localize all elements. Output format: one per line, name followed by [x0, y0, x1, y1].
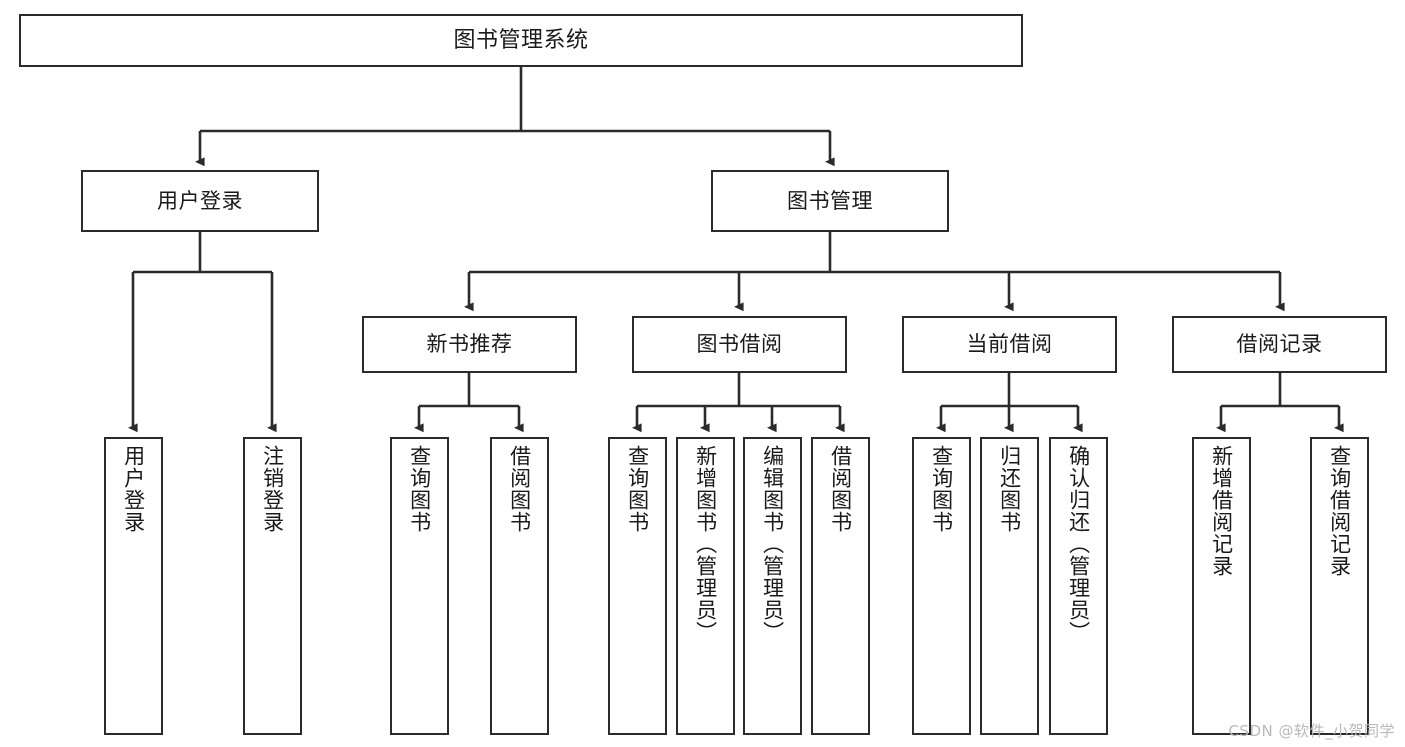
node-leaf-borrow-book-borrow[interactable]: 借阅图书	[811, 437, 870, 735]
node-leaf-add-borrow-record[interactable]: 新增借阅记录	[1192, 437, 1251, 735]
node-label: 用户登录	[157, 188, 243, 213]
node-user-login[interactable]: 用户登录	[81, 170, 319, 232]
csdn-watermark: CSDN @软件_小贺同学	[1228, 722, 1395, 740]
node-label: 新增借阅记录	[1209, 445, 1234, 577]
node-new-book-recommend[interactable]: 新书推荐	[362, 316, 577, 373]
node-leaf-return-book[interactable]: 归还图书	[980, 437, 1039, 735]
node-label: 新增图书（管理员）	[693, 445, 718, 643]
node-label: 图书管理	[787, 188, 873, 213]
node-book-borrow[interactable]: 图书借阅	[632, 316, 847, 373]
node-leaf-query-book-borrow[interactable]: 查询图书	[608, 437, 667, 735]
node-leaf-query-book-recommend[interactable]: 查询图书	[390, 437, 449, 735]
node-root-book-management-system[interactable]: 图书管理系统	[19, 14, 1023, 67]
node-leaf-query-borrow-record[interactable]: 查询借阅记录	[1310, 437, 1369, 735]
node-leaf-user-login[interactable]: 用户登录	[104, 437, 163, 735]
node-label: 用户登录	[121, 445, 146, 533]
node-label: 注销登录	[260, 445, 285, 533]
node-label: 确认归还（管理员）	[1066, 445, 1091, 643]
node-label: 查询图书	[625, 445, 650, 533]
node-leaf-add-book-admin[interactable]: 新增图书（管理员）	[676, 437, 735, 735]
node-leaf-edit-book-admin[interactable]: 编辑图书（管理员）	[743, 437, 802, 735]
node-leaf-borrow-book-recommend[interactable]: 借阅图书	[490, 437, 549, 735]
node-borrow-record[interactable]: 借阅记录	[1172, 316, 1387, 373]
node-label: 图书管理系统	[453, 27, 589, 53]
node-label: 归还图书	[997, 445, 1022, 533]
node-leaf-logout-login[interactable]: 注销登录	[243, 437, 302, 735]
node-current-borrow[interactable]: 当前借阅	[902, 316, 1117, 373]
node-label: 图书借阅	[696, 332, 783, 357]
node-leaf-query-book-current[interactable]: 查询图书	[912, 437, 971, 735]
node-label: 借阅记录	[1236, 332, 1323, 357]
node-label: 新书推荐	[426, 332, 513, 357]
node-label: 查询图书	[407, 445, 432, 533]
node-label: 借阅图书	[828, 445, 853, 533]
node-leaf-confirm-return-admin[interactable]: 确认归还（管理员）	[1049, 437, 1108, 735]
node-label: 编辑图书（管理员）	[760, 445, 785, 643]
node-label: 当前借阅	[966, 332, 1053, 357]
node-label: 查询借阅记录	[1327, 445, 1352, 577]
node-label: 查询图书	[929, 445, 954, 533]
node-book-management[interactable]: 图书管理	[711, 170, 949, 232]
node-label: 借阅图书	[507, 445, 532, 533]
